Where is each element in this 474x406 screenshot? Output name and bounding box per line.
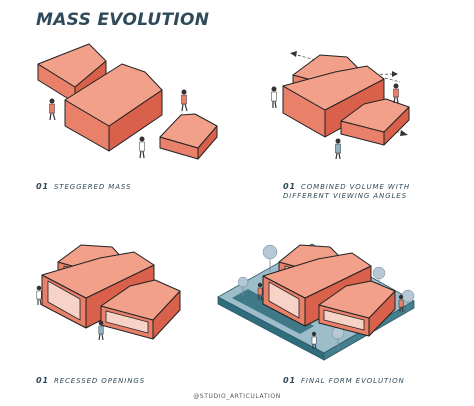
person-figure (98, 320, 104, 341)
panel-staggered-mass (37, 43, 218, 160)
person-figure (271, 86, 277, 109)
caption-combined-volume: 01 COMBINED VOLUME WITH DIFFERENT VIEWING… (283, 182, 410, 201)
mass-block-front (100, 279, 181, 340)
step-label: FINAL FORM EVOLUTION (300, 377, 405, 385)
step-number: 01 (36, 182, 49, 191)
step-number: 01 (283, 182, 296, 191)
person-figure (335, 138, 341, 160)
person-figure (257, 282, 263, 301)
panel-recessed-openings (36, 244, 181, 341)
person-figure (311, 331, 317, 350)
step-label-line1: COMBINED VOLUME WITH (300, 183, 411, 191)
panel-final-form (217, 243, 415, 361)
mass-block-right (159, 113, 218, 160)
page-title: MASS EVOLUTION (36, 10, 210, 30)
person-figure (139, 136, 145, 159)
caption-final-form: 01 FINAL FORM EVOLUTION (283, 376, 405, 386)
step-label: RECESSED OPENINGS (53, 377, 146, 385)
mass-block-middle (64, 63, 163, 152)
step-label: STEGGERED MASS (53, 183, 132, 191)
panel-combined-volume (271, 51, 410, 160)
tree-icon (331, 326, 345, 350)
person-figure (393, 83, 399, 104)
mass-block-front (318, 280, 396, 337)
step-number: 01 (283, 376, 296, 385)
step-label-line2: DIFFERENT VIEWING ANGLES (283, 192, 407, 200)
caption-recessed-openings: 01 RECESSED OPENINGS (36, 376, 145, 386)
person-figure (398, 294, 404, 313)
person-figure (181, 89, 188, 112)
person-figure (49, 98, 56, 121)
person-figure (36, 285, 42, 306)
credit-text: @STUDIO_ARTICULATION (193, 393, 281, 400)
tree-icon (262, 244, 278, 272)
caption-staggered-mass: 01 STEGGERED MASS (36, 182, 131, 192)
step-number: 01 (36, 376, 49, 385)
tree-icon (237, 276, 249, 296)
